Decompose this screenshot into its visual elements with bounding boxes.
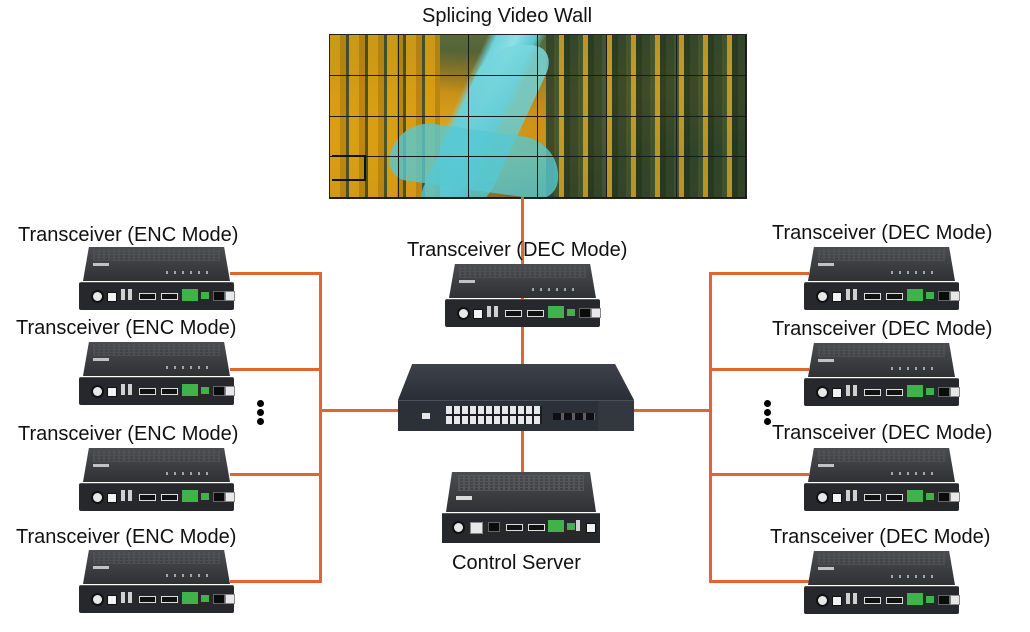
video-wall-panel <box>538 35 608 76</box>
video-wall-panel <box>399 75 469 117</box>
video-wall-panel <box>468 157 538 198</box>
video-wall-panel <box>676 75 746 117</box>
wall-window-marker <box>332 155 366 181</box>
line-switch-to-server <box>521 430 524 474</box>
video-wall-panel <box>399 35 469 76</box>
right-bus-line <box>709 272 712 583</box>
left-branch-3 <box>230 473 321 476</box>
left-transceiver-label-4: Transceiver (ENC Mode) <box>16 526 237 548</box>
right-transceiver-label-1: Transceiver (DEC Mode) <box>772 222 993 244</box>
right-ellipsis-icon <box>764 400 771 427</box>
video-wall-panel <box>607 157 677 198</box>
left-enc-transceiver-3 <box>79 448 235 511</box>
video-wall-panel <box>607 35 677 76</box>
right-dec-transceiver-3 <box>804 448 960 511</box>
video-wall-panel <box>468 116 538 158</box>
splicing-video-wall <box>329 34 747 199</box>
right-dec-transceiver-4 <box>804 551 960 614</box>
left-ellipsis-icon <box>257 400 264 427</box>
video-wall-panel <box>330 116 400 158</box>
right-to-switch-line <box>632 409 712 412</box>
video-wall-panel <box>538 157 608 198</box>
left-transceiver-label-3: Transceiver (ENC Mode) <box>18 423 239 445</box>
switch-sfp-ports <box>553 413 595 420</box>
video-wall-panel <box>330 157 400 198</box>
control-server-device <box>442 472 600 543</box>
video-wall-panel <box>330 35 400 76</box>
left-branch-4 <box>230 580 321 583</box>
left-enc-transceiver-4 <box>79 550 235 613</box>
control-server-label: Control Server <box>452 552 581 574</box>
switch-rj45-ports <box>446 406 542 424</box>
video-wall-panel <box>676 35 746 76</box>
wall-image-trees-right <box>546 35 746 198</box>
right-branch-2 <box>709 368 809 371</box>
video-wall-panel <box>538 116 608 158</box>
left-transceiver-label-2: Transceiver (ENC Mode) <box>16 317 237 339</box>
video-wall-grid <box>330 35 746 198</box>
right-branch-4 <box>709 580 809 583</box>
right-transceiver-label-3: Transceiver (DEC Mode) <box>772 422 993 444</box>
right-transceiver-label-4: Transceiver (DEC Mode) <box>770 526 991 548</box>
video-wall-panel <box>399 157 469 198</box>
video-wall-panel <box>468 75 538 117</box>
center-dec-label: Transceiver (DEC Mode) <box>407 239 628 261</box>
video-wall-panel <box>399 116 469 158</box>
right-branch-3 <box>709 473 809 476</box>
right-transceiver-label-2: Transceiver (DEC Mode) <box>772 318 993 340</box>
video-wall-panel <box>538 75 608 117</box>
left-to-switch-line <box>319 409 401 412</box>
video-wall-panel <box>676 157 746 198</box>
left-branch-2 <box>230 368 321 371</box>
video-wall-title: Splicing Video Wall <box>422 5 593 27</box>
video-wall-panel <box>607 116 677 158</box>
left-bus-line <box>319 272 322 583</box>
left-enc-transceiver-2 <box>79 342 235 405</box>
video-wall-panel <box>468 35 538 76</box>
right-branch-1 <box>709 272 809 275</box>
left-branch-1 <box>230 272 321 275</box>
video-wall-panel <box>607 75 677 117</box>
right-dec-transceiver-1 <box>804 247 960 310</box>
network-switch <box>398 364 634 431</box>
left-transceiver-label-1: Transceiver (ENC Mode) <box>18 224 239 246</box>
right-dec-transceiver-2 <box>804 343 960 406</box>
left-enc-transceiver-1 <box>79 247 235 310</box>
video-wall-panel <box>676 116 746 158</box>
center-dec-transceiver <box>445 264 601 327</box>
video-wall-panel <box>330 75 400 117</box>
